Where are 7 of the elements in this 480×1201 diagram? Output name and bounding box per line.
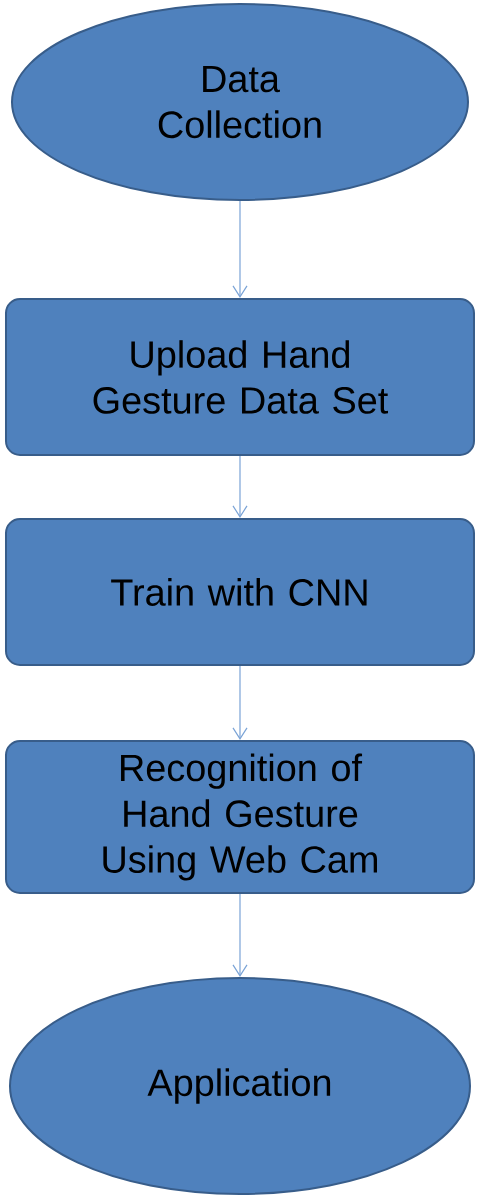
arrow bbox=[232, 893, 248, 977]
process-box: Train with CNN bbox=[5, 518, 475, 666]
process-box: Recognition of Hand Gesture Using Web Cam bbox=[5, 740, 475, 894]
arrow bbox=[232, 665, 248, 740]
arrow bbox=[232, 200, 248, 298]
arrow bbox=[232, 455, 248, 518]
process-box: Upload Hand Gesture Data Set bbox=[5, 298, 475, 456]
